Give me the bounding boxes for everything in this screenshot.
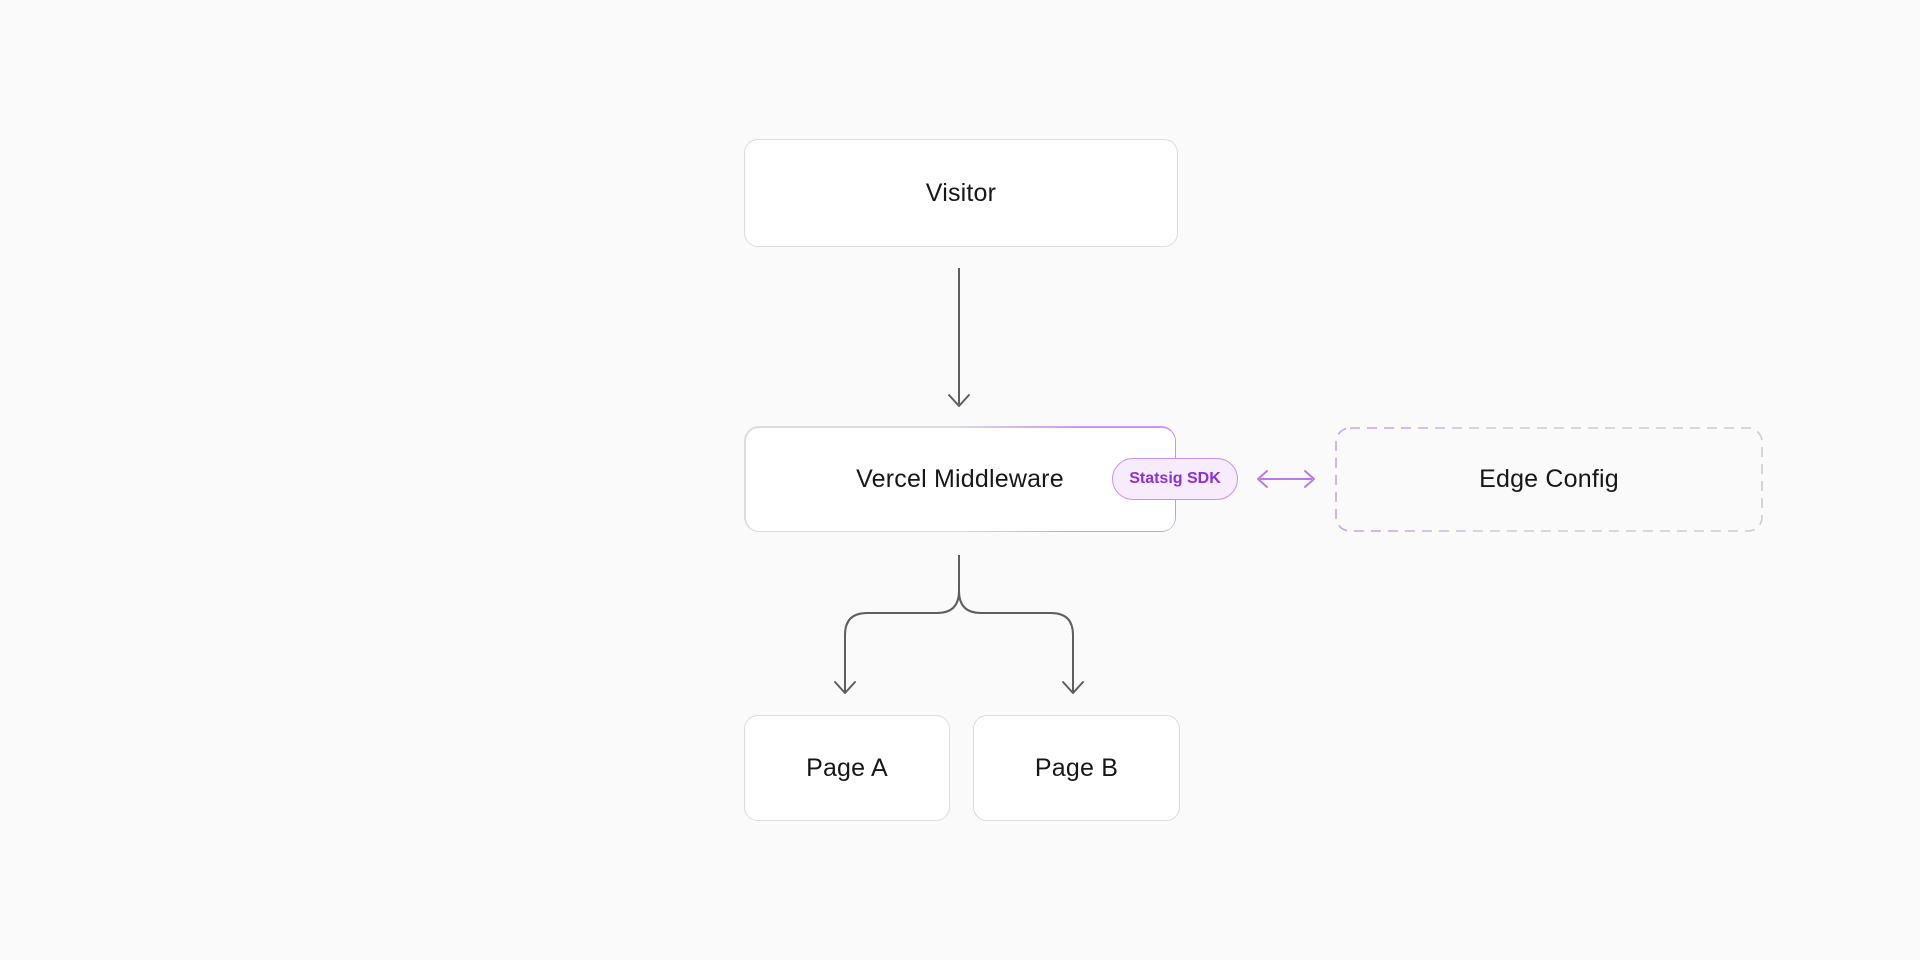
edge-visitor-to-middleware [948,268,970,407]
node-visitor: Visitor [744,139,1178,247]
node-page-b-label: Page B [1034,753,1119,782]
node-page-a: Page A [744,715,950,821]
node-edge-config-label: Edge Config [1479,465,1619,493]
arrowhead-down-icon [1062,681,1084,694]
arrowhead-down-icon [834,681,856,694]
statsig-sdk-badge: Statsig SDK [1112,458,1238,500]
node-page-a-label: Page A [806,753,888,782]
dashed-border [1335,427,1763,532]
statsig-sdk-badge-label: Statsig SDK [1129,470,1221,487]
arrowhead-left-icon [1257,470,1268,488]
node-vercel-middleware-label: Vercel Middleware [856,464,1064,493]
node-visitor-label: Visitor [925,178,997,207]
edge-middleware-to-pages [834,555,1084,694]
edge-middleware-to-edgeconfig [1257,470,1315,488]
node-edge-config: Edge Config [1335,427,1763,532]
arrowhead-right-icon [1304,470,1315,488]
arrowhead-down-icon [948,394,970,407]
node-vercel-middleware: Vercel Middleware [744,426,1176,532]
node-page-b: Page B [973,715,1180,821]
